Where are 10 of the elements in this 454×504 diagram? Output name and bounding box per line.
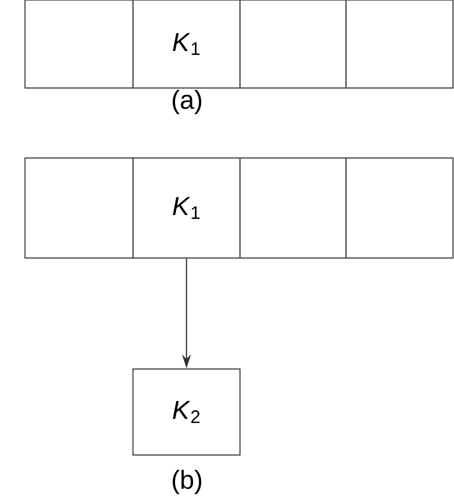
key-box: K$_{1}$	[132, 157, 241, 259]
empty-cell	[239, 157, 347, 259]
empty-cell	[24, 157, 134, 259]
empty-cell	[345, 0, 454, 89]
empty-cell	[345, 157, 454, 259]
empty-cell	[239, 0, 347, 89]
empty-cell	[24, 0, 134, 89]
key-box: K$_{2}$	[132, 368, 241, 456]
key-box: K$_{1}$	[132, 0, 241, 89]
panel-label: (a)	[172, 90, 202, 114]
